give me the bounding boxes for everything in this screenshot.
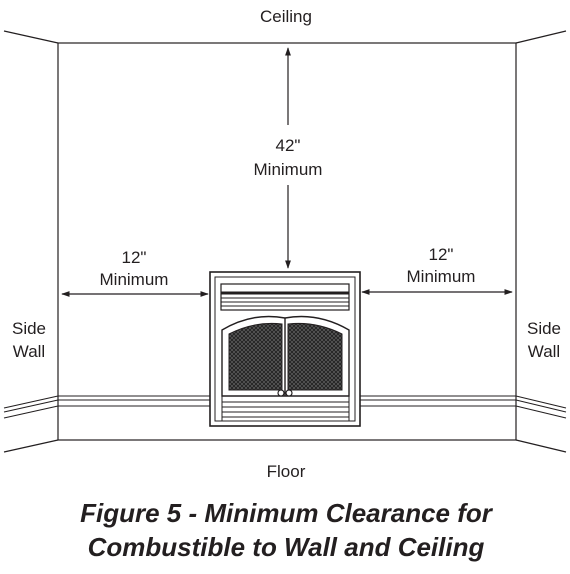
door-knob-right xyxy=(285,389,293,397)
top-clearance-text: Minimum xyxy=(254,160,323,179)
door-knob-left xyxy=(277,389,285,397)
left-side-wall-label-line1: Side xyxy=(12,319,46,338)
left-clearance-value: 12" xyxy=(122,248,147,267)
floor-label: Floor xyxy=(267,462,306,481)
left-ceiling-edge xyxy=(3,30,59,44)
fireplace-inner-frame xyxy=(214,276,356,422)
back-wall xyxy=(57,42,517,441)
figure-caption-line2: Combustible to Wall and Ceiling xyxy=(88,532,485,562)
left-clearance-text: Minimum xyxy=(100,270,169,289)
right-side-wall-label-line2: Wall xyxy=(528,342,560,361)
right-clearance-text: Minimum xyxy=(407,267,476,286)
figure-caption-line1: Figure 5 - Minimum Clearance for xyxy=(80,498,494,528)
right-mesh-door xyxy=(287,323,343,391)
fireplace xyxy=(209,271,361,427)
right-ceiling-edge xyxy=(515,30,567,44)
left-floor-edge xyxy=(3,439,59,453)
dimension-arrows xyxy=(61,47,513,297)
left-mesh-door xyxy=(228,323,283,391)
right-side-wall-label-line1: Side xyxy=(527,319,561,338)
ceiling-label: Ceiling xyxy=(260,7,312,26)
right-clearance-value: 12" xyxy=(429,245,454,264)
baseboard xyxy=(3,395,567,419)
right-floor-edge xyxy=(515,439,567,453)
left-side-wall-label-line2: Wall xyxy=(13,342,45,361)
room-outline xyxy=(3,30,567,453)
top-clearance-value: 42" xyxy=(276,136,301,155)
